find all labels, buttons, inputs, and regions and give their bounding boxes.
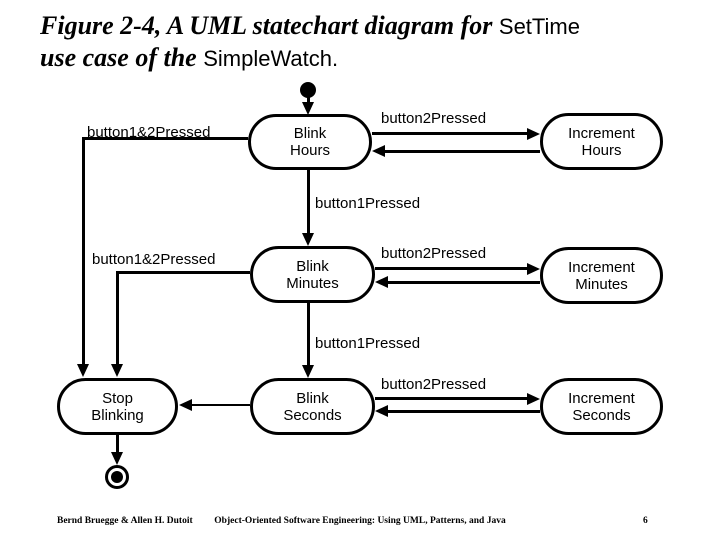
label-button1pressed-row2: button1Pressed: [315, 335, 421, 352]
transition-increment-minutes-to-blink-minutes: [387, 281, 540, 284]
transition-blink-minutes-to-increment-minutes: [375, 267, 528, 270]
arrowhead-to-increment-seconds-icon: [527, 393, 540, 405]
transition-blink-minutes-to-stop-horizontal: [116, 271, 250, 274]
state-increment-hours-label1: Increment: [568, 124, 635, 142]
label-button2pressed-row2: button2Pressed: [381, 245, 487, 262]
label-button1and2pressed-row2: button1&2Pressed: [92, 251, 216, 268]
transition-increment-hours-to-blink-hours: [384, 150, 540, 153]
arrowhead-to-stop-blinking-icon: [179, 399, 192, 411]
state-stop-blinking: Stop Blinking: [57, 378, 178, 435]
state-increment-hours-label2: Hours: [581, 141, 622, 159]
transition-blink-hours-to-blink-minutes: [307, 170, 310, 234]
transition-initial-to-blink-hours: [307, 96, 310, 104]
footer-authors: Bernd Bruegge & Allen H. Dutoit: [57, 516, 193, 526]
arrowhead-initial-to-blink-hours-icon: [302, 102, 314, 115]
state-blink-minutes: Blink Minutes: [250, 246, 375, 303]
state-increment-seconds-label1: Increment: [568, 389, 635, 407]
state-increment-minutes: Increment Minutes: [540, 247, 663, 304]
arrowhead-to-final-state-icon: [111, 452, 123, 465]
state-blink-hours: Blink Hours: [248, 114, 372, 170]
transition-blink-minutes-to-stop-vertical: [116, 271, 119, 366]
state-blink-minutes-label2: Minutes: [286, 274, 339, 292]
arrowhead-to-blink-hours-icon: [372, 145, 385, 157]
state-blink-hours-label1: Blink: [293, 125, 327, 142]
title-line-1: Figure 2-4, A UML statechart diagram for…: [40, 10, 680, 42]
state-increment-seconds-label2: Seconds: [572, 406, 631, 424]
label-button1pressed-row1: button1Pressed: [315, 195, 421, 212]
arrowhead-to-blink-seconds-icon: [375, 405, 388, 417]
final-state-core-icon: [111, 471, 123, 483]
state-blink-seconds-label1: Blink: [296, 389, 329, 407]
state-increment-minutes-label2: Minutes: [575, 275, 628, 293]
transition-increment-seconds-to-blink-seconds: [387, 410, 540, 413]
title-line1-serif: Figure 2-4, A UML statechart diagram for: [40, 11, 499, 40]
state-blink-seconds-label2: Seconds: [283, 406, 342, 424]
label-button2pressed-row1: button2Pressed: [381, 110, 487, 127]
state-stop-blinking-label1: Stop: [102, 389, 133, 407]
arrowhead-to-blink-minutes-icon: [375, 276, 388, 288]
page-title: Figure 2-4, A UML statechart diagram for…: [40, 10, 680, 74]
arrowhead-blink-hours-to-stop-icon: [77, 364, 89, 377]
initial-state-icon: [300, 82, 316, 98]
arrowhead-blink-minutes-to-stop-icon: [111, 364, 123, 377]
transition-blink-hours-to-stop-vertical: [82, 137, 85, 366]
arrowhead-to-blink-minutes-icon: [302, 233, 314, 246]
label-button1and2pressed-row1: button1&2Pressed: [87, 124, 211, 141]
state-blink-seconds: Blink Seconds: [250, 378, 375, 435]
title-line-2: use case of the SimpleWatch.: [40, 42, 680, 74]
arrowhead-to-blink-seconds-icon: [302, 365, 314, 378]
transition-blink-seconds-to-stop-blinking: [190, 404, 250, 406]
state-stop-blinking-label2: Blinking: [91, 406, 144, 424]
transition-stop-blinking-to-final: [116, 435, 119, 455]
arrowhead-to-increment-minutes-icon: [527, 263, 540, 275]
final-state-icon: [105, 465, 129, 489]
title-line1-sans: SetTime: [498, 14, 580, 39]
state-increment-hours: Increment Hours: [540, 113, 663, 170]
footer-page-number: 6: [643, 516, 648, 526]
title-line2-serif: use case of the: [40, 43, 204, 72]
state-increment-minutes-label1: Increment: [568, 258, 635, 276]
state-increment-seconds: Increment Seconds: [540, 378, 663, 435]
title-line2-sans: SimpleWatch.: [203, 46, 339, 71]
transition-blink-hours-to-stop-horizontal: [82, 137, 248, 140]
state-blink-minutes-label1: Blink: [296, 257, 329, 275]
transition-blink-minutes-to-blink-seconds: [307, 303, 310, 366]
footer-book-title: Object-Oriented Software Engineering: Us…: [214, 516, 506, 526]
state-blink-hours-label2: Hours: [289, 142, 330, 159]
transition-blink-seconds-to-increment-seconds: [375, 397, 528, 400]
transition-blink-hours-to-increment-hours: [372, 132, 528, 135]
label-button2pressed-row3: button2Pressed: [381, 376, 487, 393]
arrowhead-to-increment-hours-icon: [527, 128, 540, 140]
